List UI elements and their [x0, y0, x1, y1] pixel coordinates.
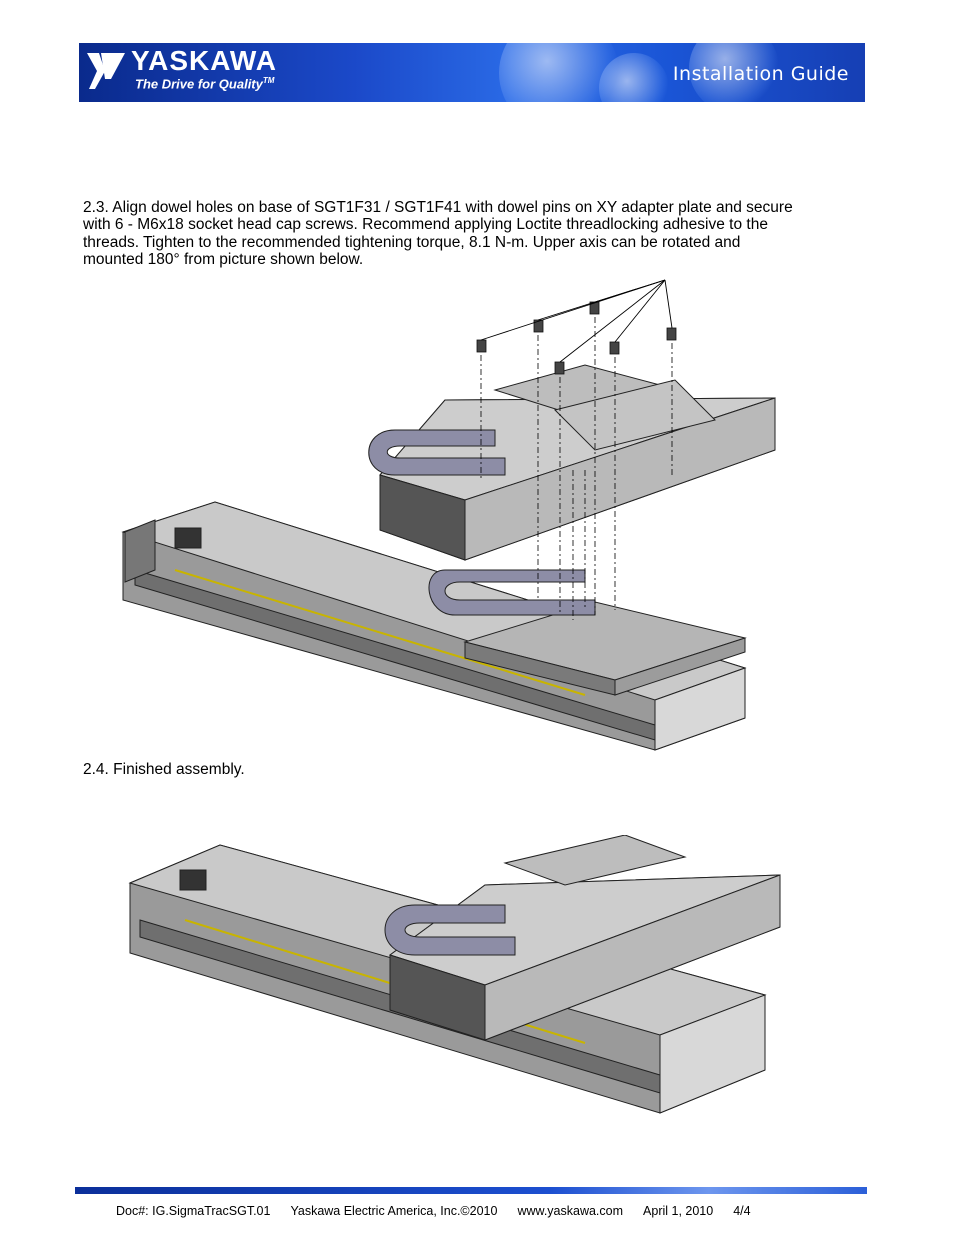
leader-lines — [480, 279, 673, 363]
step-2-4-text: 2.4. Finished assembly. — [83, 761, 245, 778]
document-type: Installation Guide — [672, 63, 849, 85]
alignment-lines — [480, 317, 673, 620]
doc-number: Doc#: IG.SigmaTracSGT.01 — [116, 1204, 271, 1218]
footer-rule — [75, 1187, 867, 1194]
yaskawa-logo-icon — [87, 53, 125, 89]
socket-head-cap-screws — [476, 301, 677, 375]
brand-tagline: The Drive for QualityTM — [135, 76, 274, 91]
upper-axis — [368, 364, 776, 561]
brand-name: YASKAWA — [131, 45, 278, 76]
banner-decoration — [689, 43, 779, 102]
header-banner: YASKAWA The Drive for QualityTM Installa… — [79, 43, 865, 102]
trademark-mark: TM — [262, 76, 275, 85]
assembled-upper-axis — [384, 835, 781, 1041]
exploded-assembly-drawing — [121, 279, 776, 751]
page-footer: Doc#: IG.SigmaTracSGT.01 Yaskawa Electric… — [116, 1204, 771, 1218]
publish-date: April 1, 2010 — [643, 1204, 714, 1218]
lower-axis — [121, 501, 747, 751]
tagline-text: The Drive for Quality — [135, 76, 263, 92]
page-number: 4/4 — [733, 1204, 751, 1218]
finished-assembly-drawing — [128, 835, 781, 1114]
step-2-3-text: 2.3. Align dowel holes on base of SGT1F3… — [83, 199, 793, 268]
website-link[interactable]: www.yaskawa.com — [517, 1204, 624, 1218]
banner-decoration — [599, 53, 669, 102]
copyright: Yaskawa Electric America, Inc.©2010 — [290, 1204, 498, 1218]
